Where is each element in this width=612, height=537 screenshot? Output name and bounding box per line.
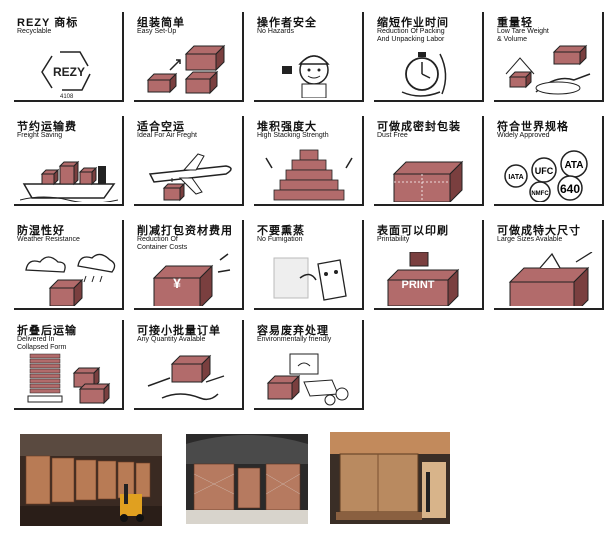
feature-subtitle: High Stacking Strength bbox=[257, 132, 329, 139]
feature-subtitle: Widely Approved bbox=[497, 132, 550, 139]
badge-nmfc: NMFC bbox=[531, 191, 549, 197]
recycle-icon: REZY 4108 bbox=[41, 51, 91, 98]
feature-subtitle: Any Quantity Avalable bbox=[137, 336, 206, 343]
print-box-icon: PRINT bbox=[386, 252, 460, 306]
feature-subtitle: Freight Saving bbox=[17, 132, 63, 139]
feature-title: 折叠后运输 bbox=[17, 325, 77, 337]
feature-title: 防湿性好 bbox=[17, 225, 65, 237]
badge-ata: ATA bbox=[564, 160, 583, 171]
feature-subtitle: Delivered In Collapsed Form bbox=[17, 336, 67, 351]
photo-strip bbox=[0, 430, 612, 530]
airplane-icon bbox=[148, 153, 232, 202]
feature-title: 表面可以印刷 bbox=[377, 225, 449, 237]
yen-mark: ¥ bbox=[173, 275, 181, 291]
feature-subtitle: Ideal For Air Freght bbox=[137, 132, 197, 139]
badge-iata: IATA bbox=[508, 174, 523, 181]
feature-title: 操作者安全 bbox=[257, 17, 317, 29]
feature-subtitle: No Hazards bbox=[257, 28, 294, 35]
feature-title: 组装简单 bbox=[137, 17, 185, 29]
ship-icon bbox=[20, 160, 118, 202]
large-box-icon bbox=[508, 252, 593, 306]
stacking-icon bbox=[265, 149, 353, 201]
feature-title: 不要熏蒸 bbox=[257, 225, 305, 237]
feature-title: 可接小批量订单 bbox=[137, 325, 221, 337]
certification-icon: IATA UFC ATA NMFC 640 bbox=[504, 150, 588, 202]
feature-subtitle: Low Tare Weight & Volume bbox=[497, 28, 549, 43]
feature-title: 符合世界规格 bbox=[497, 121, 569, 133]
feature-title: 节约运输费 bbox=[17, 121, 77, 133]
warehouse-forklift-photo bbox=[20, 434, 162, 526]
sealed-box-icon bbox=[392, 160, 464, 202]
no-fumigation-icon bbox=[273, 257, 347, 301]
feature-title: 可做成特大尺寸 bbox=[497, 225, 581, 237]
feature-subtitle: Environmentally friendly bbox=[257, 336, 332, 343]
feature-subtitle: Reduction Of Container Costs bbox=[137, 236, 188, 251]
box-setup-icon bbox=[146, 44, 226, 95]
feature-title: 缩短作业时间 bbox=[377, 17, 449, 29]
feature-subtitle: Printability bbox=[377, 236, 410, 243]
feature-title: 可做成密封包装 bbox=[377, 121, 461, 133]
collapsed-icon bbox=[27, 353, 111, 405]
disposal-icon bbox=[266, 353, 349, 406]
feature-subtitle: Recyclable bbox=[17, 28, 52, 35]
stopwatch-icon bbox=[401, 52, 447, 97]
feature-subtitle: Large Sizes Avalable bbox=[497, 236, 563, 243]
weather-icon bbox=[25, 253, 116, 306]
feature-title: 堆积强度大 bbox=[257, 121, 317, 133]
yen-box-icon: ¥ bbox=[152, 253, 231, 306]
feature-title: 重量轻 bbox=[497, 17, 533, 29]
feature-title: 适合空运 bbox=[137, 121, 185, 133]
print-text: PRINT bbox=[402, 279, 435, 291]
badge-640: 640 bbox=[560, 182, 580, 196]
light-weight-icon bbox=[505, 44, 591, 95]
badge-ufc: UFC bbox=[535, 166, 554, 176]
feature-subtitle: Weather Resistance bbox=[17, 236, 80, 243]
svg-text:REZY: REZY bbox=[53, 65, 85, 79]
feature-subtitle: Easy Set-Up bbox=[137, 28, 177, 35]
feature-title: 削减打包资材费用 bbox=[137, 225, 233, 237]
pallet-box-photo bbox=[330, 432, 450, 524]
recycle-code: 4108 bbox=[60, 94, 74, 98]
air-cargo-photo bbox=[186, 434, 308, 524]
worker-icon bbox=[282, 55, 330, 98]
quantity-icon bbox=[147, 354, 225, 401]
feature-subtitle: Reduction Of Packing And Unpacking Labor bbox=[377, 28, 445, 43]
feature-subtitle: Dust Free bbox=[377, 132, 408, 139]
feature-subtitle: No Fumigation bbox=[257, 236, 303, 243]
feature-title: REZY 商标 bbox=[17, 17, 79, 29]
feature-title: 容易废弃处理 bbox=[257, 325, 329, 337]
